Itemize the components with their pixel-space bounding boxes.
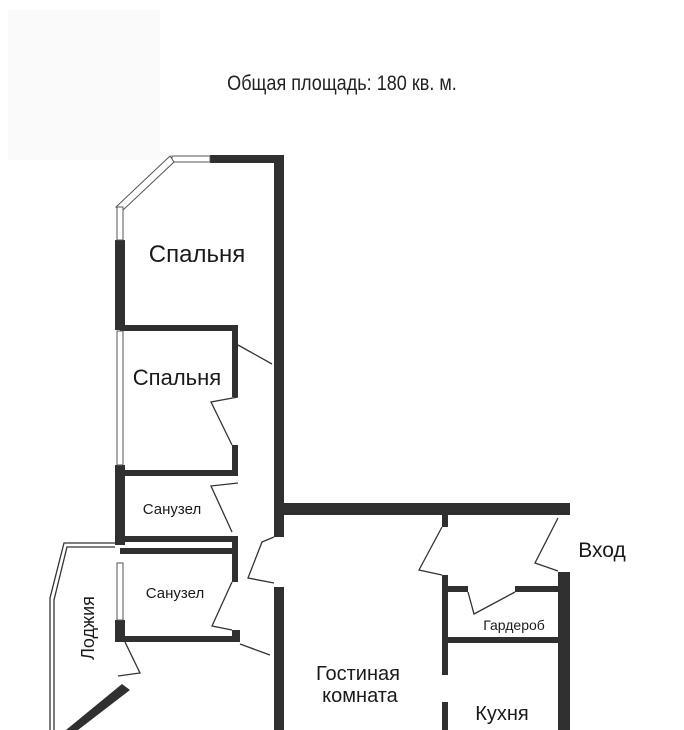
total-area-title: Общая площадь: 180 кв. м. xyxy=(227,72,457,95)
watermark xyxy=(8,10,160,160)
room-label-entrance: Вход xyxy=(578,539,626,562)
room-label-wardrobe: Гардероб xyxy=(483,617,545,633)
windows xyxy=(49,155,211,730)
room-label-bathroom: Санузел xyxy=(143,501,201,518)
walls xyxy=(66,155,570,730)
room-label-bedroom: Спальня xyxy=(149,241,245,268)
room-label-bedroom: Спальня xyxy=(133,365,221,390)
room-label-loggia: Лоджия xyxy=(78,596,98,660)
room-label-living: Гостиная xyxy=(316,663,400,685)
doors xyxy=(117,344,559,677)
room-label-bathroom: Санузел xyxy=(146,585,204,602)
room-label-kitchen: Кухня xyxy=(475,703,529,725)
room-label-living: комната xyxy=(322,685,399,707)
